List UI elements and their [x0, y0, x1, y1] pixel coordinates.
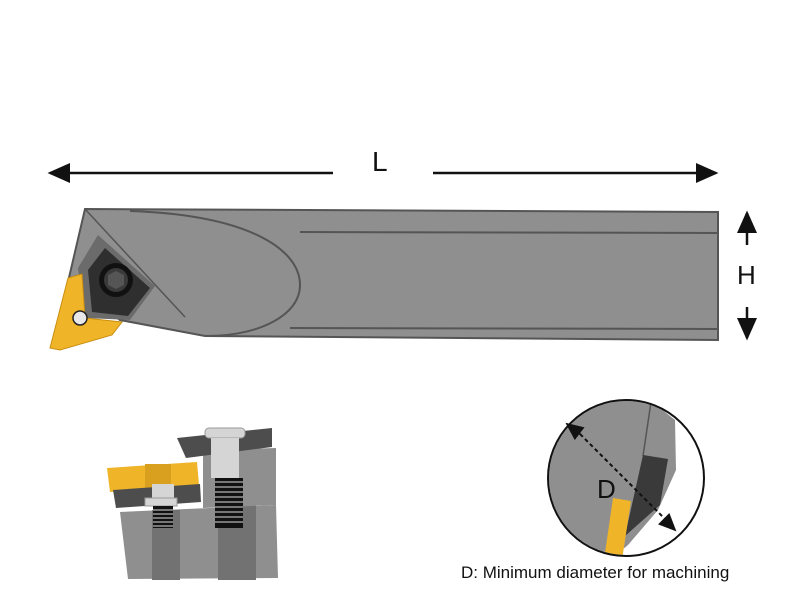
cutting-insert [49, 273, 123, 351]
minimum-diameter-detail [547, 399, 705, 557]
diameter-label: D [597, 474, 616, 504]
diameter-caption: D: Minimum diameter for machining [461, 563, 730, 582]
length-label: L [372, 146, 388, 177]
tool-holder-body [66, 207, 719, 342]
clamping-cross-section [107, 427, 278, 580]
height-label: H [737, 260, 756, 290]
screw-icon [99, 263, 133, 297]
